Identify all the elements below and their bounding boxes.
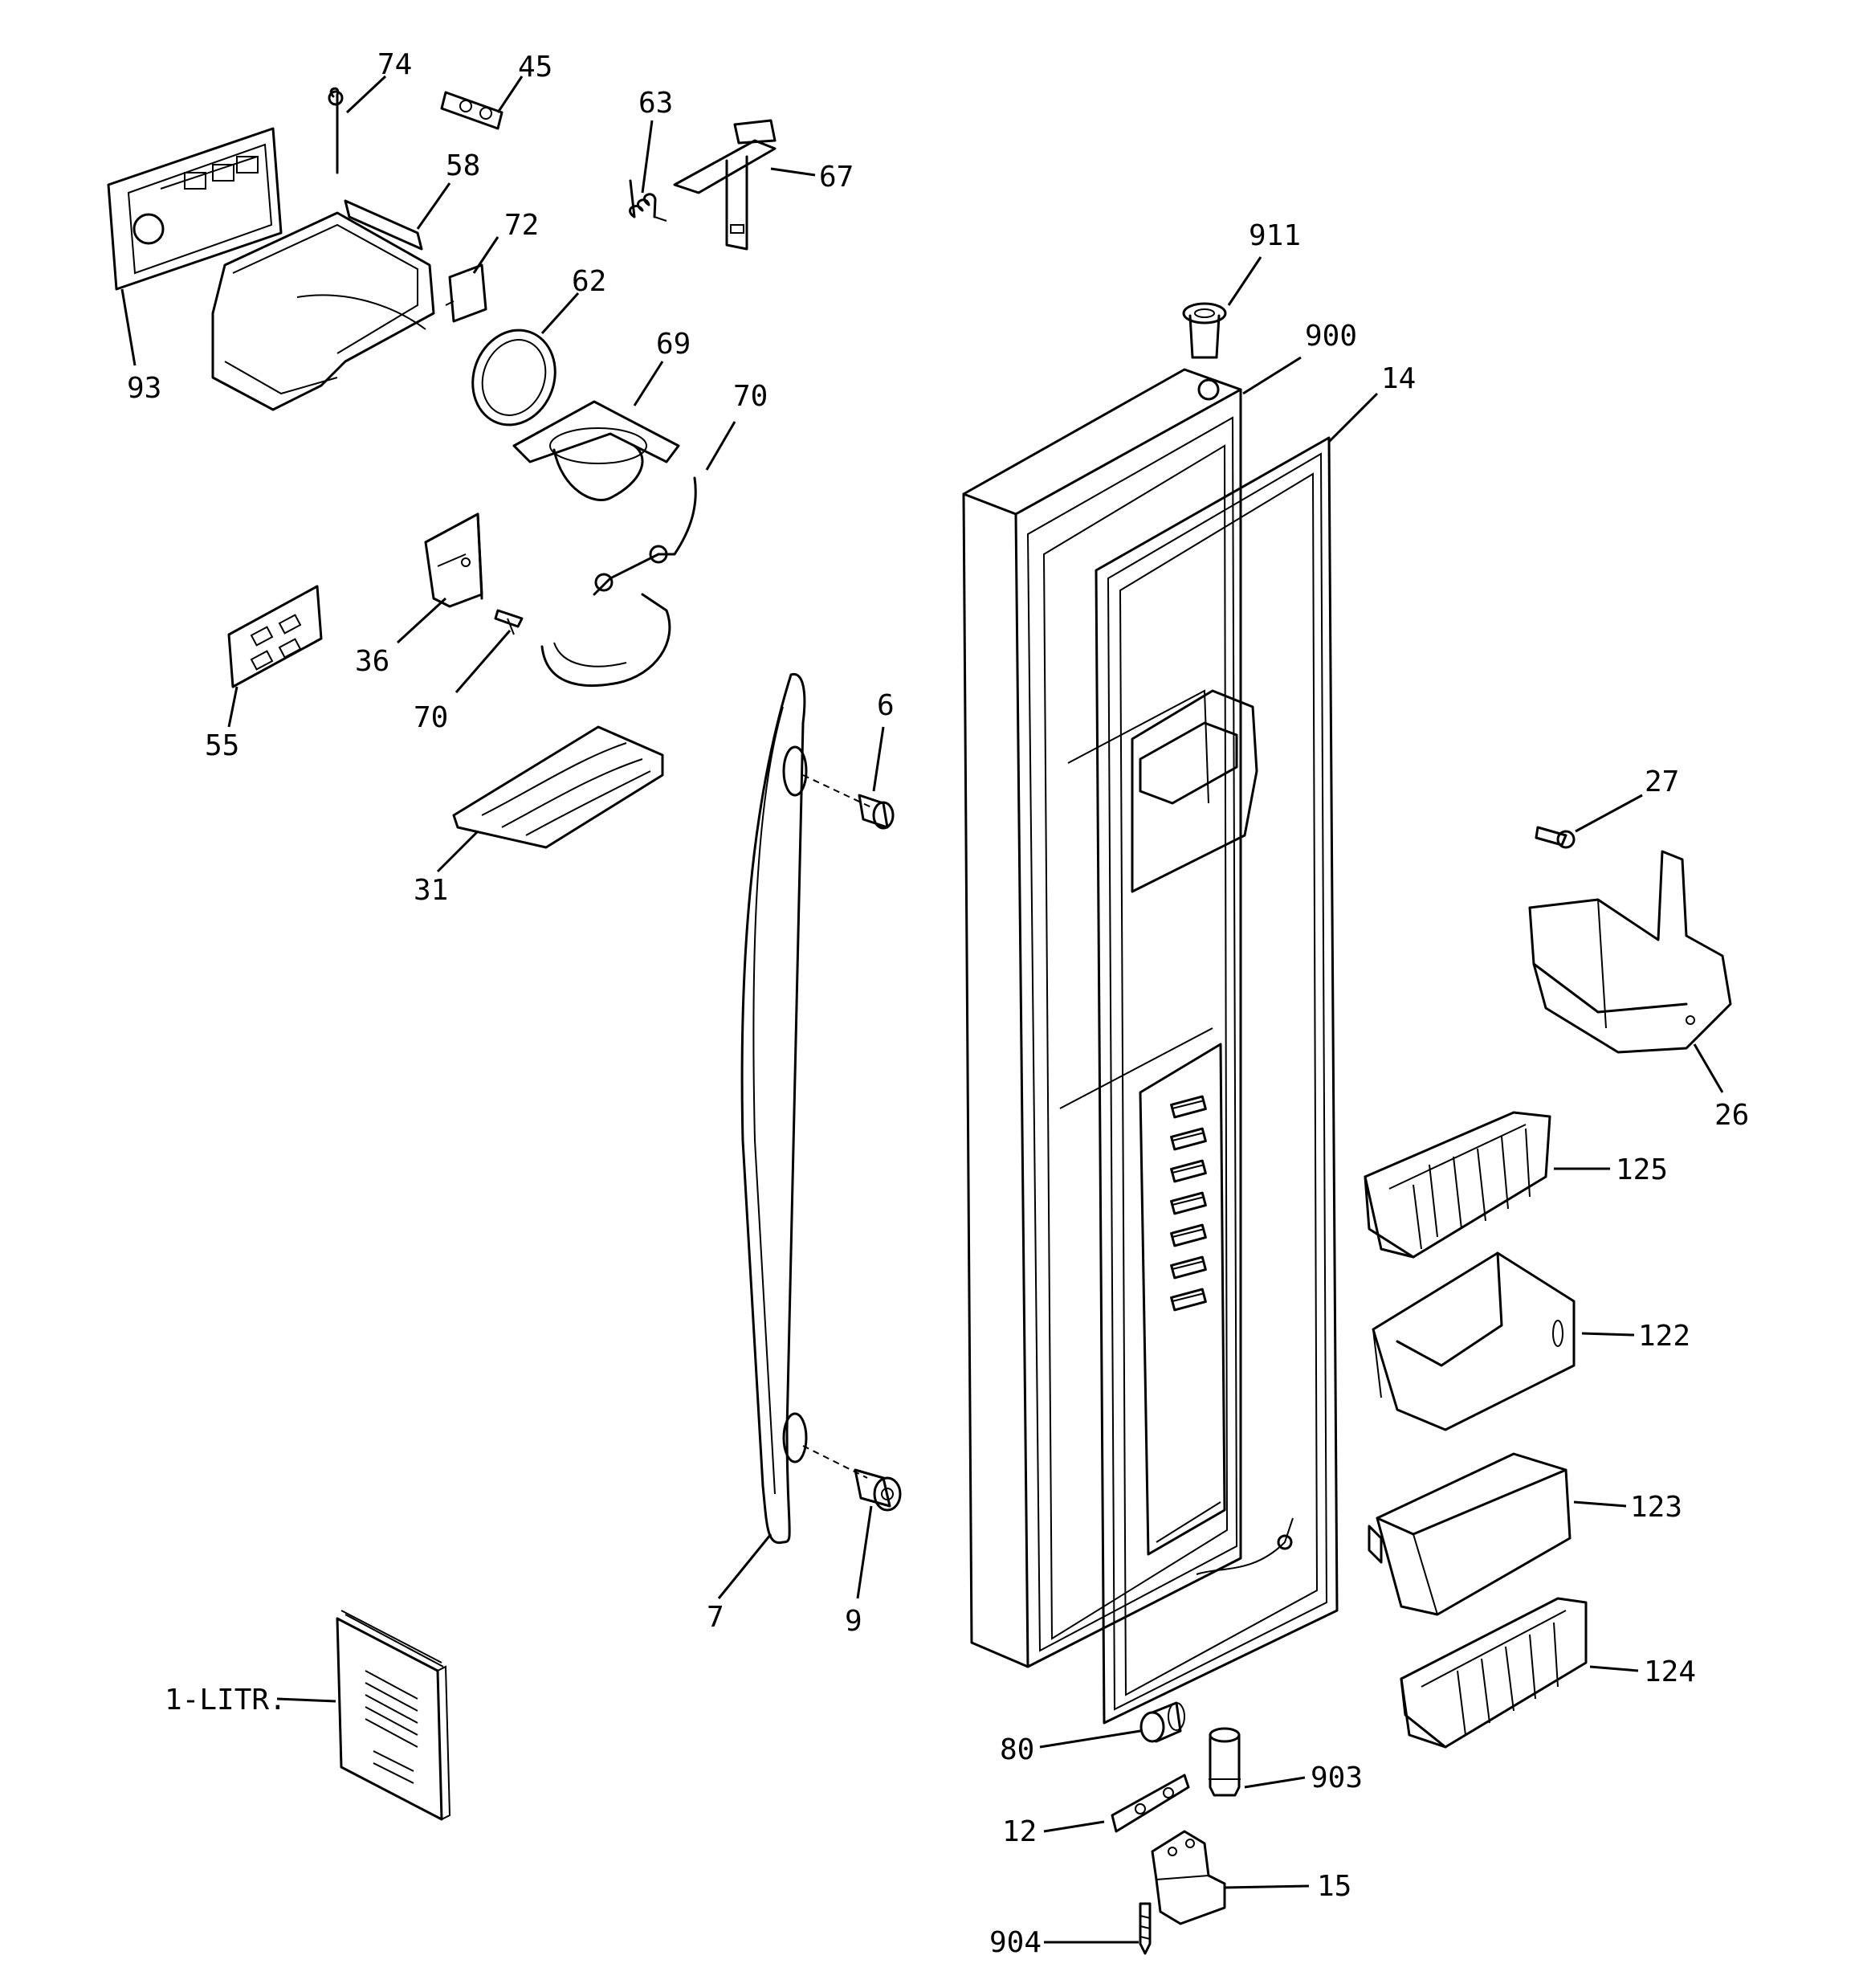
part-74-spring: [328, 87, 344, 174]
label-36: 36: [355, 645, 389, 678]
part-903-pin: [1209, 1727, 1241, 1797]
part-31-drip-tray: [452, 725, 664, 849]
part-12-hinge-plate: [1111, 1774, 1190, 1833]
label-70-screw: 70: [414, 701, 448, 734]
part-63-spring: [629, 179, 667, 222]
label-27: 27: [1645, 765, 1679, 798]
part-1-litr-literature: [336, 1610, 451, 1821]
part-67-actuator: [673, 119, 777, 251]
part-26-bin: [1528, 850, 1732, 1054]
label-12: 12: [1002, 1815, 1037, 1848]
part-80-bushing: [1139, 1701, 1185, 1743]
label-45: 45: [518, 51, 552, 84]
part-6-stud: [858, 794, 895, 830]
part-58-housing: [211, 199, 435, 411]
door-shelf-clips: [1170, 1095, 1207, 1312]
part-14-door-liner: [1095, 436, 1339, 1725]
label-122: 122: [1638, 1320, 1690, 1353]
part-125-wire-basket: [1364, 1111, 1551, 1259]
label-93: 93: [127, 372, 161, 405]
label-6: 6: [877, 689, 895, 722]
label-58: 58: [446, 149, 480, 182]
label-62: 62: [572, 265, 606, 298]
part-122-shelf-bin: [1372, 1251, 1576, 1431]
part-55-module: [227, 585, 323, 688]
label-123: 123: [1630, 1491, 1682, 1524]
callout-labels: 74 45 63 67 58 72 62 93 69 70 911 900 14…: [127, 48, 1749, 1959]
part-69-chute: [512, 400, 680, 501]
part-911-bushing: [1182, 302, 1227, 359]
label-74: 74: [377, 48, 412, 81]
label-125: 125: [1616, 1153, 1668, 1186]
part-900-door: [962, 368, 1242, 1668]
part-904-screw: [1139, 1902, 1152, 1955]
part-27-screw: [1535, 826, 1576, 849]
label-63: 63: [638, 87, 673, 120]
label-9: 9: [845, 1605, 862, 1638]
part-45-bracket: [440, 91, 503, 130]
label-72: 72: [504, 209, 539, 242]
label-1-litr: 1-LITR.: [165, 1684, 287, 1717]
label-69: 69: [656, 328, 691, 361]
label-7: 7: [707, 1601, 724, 1634]
label-903: 903: [1311, 1761, 1363, 1794]
part-9-stud: [854, 1468, 902, 1512]
label-900: 900: [1305, 320, 1357, 353]
part-15-hinge: [1151, 1830, 1226, 1925]
part-7-handle: [740, 672, 808, 1545]
label-15: 15: [1317, 1870, 1351, 1903]
label-124: 124: [1644, 1655, 1696, 1688]
part-36-bracket: [424, 512, 483, 608]
label-26: 26: [1714, 1099, 1749, 1132]
label-80: 80: [1000, 1733, 1034, 1766]
part-62-ring: [471, 329, 556, 427]
part-70-screw: [494, 609, 524, 635]
label-911: 911: [1249, 219, 1301, 252]
label-904: 904: [989, 1926, 1042, 1959]
label-31: 31: [414, 874, 448, 907]
label-14: 14: [1381, 362, 1416, 395]
label-70-arm: 70: [733, 380, 768, 413]
label-55: 55: [205, 729, 239, 762]
part-93-control-board: [107, 127, 283, 291]
part-123-bin: [1368, 1452, 1572, 1616]
part-124-wire-basket: [1400, 1597, 1588, 1749]
label-67: 67: [819, 161, 854, 194]
part-70-dispenser-arm: [540, 476, 697, 688]
part-72-switch: [445, 263, 487, 323]
